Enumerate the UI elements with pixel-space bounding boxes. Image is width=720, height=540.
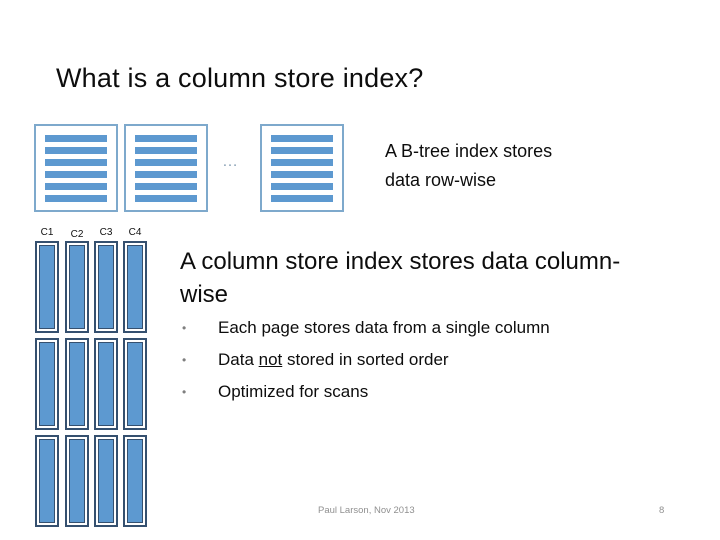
column-store-column-c3 bbox=[94, 241, 118, 532]
bullet-text-post: stored in sorted order bbox=[282, 350, 449, 369]
columnstore-heading-line1: A column store index stores data column- bbox=[180, 248, 621, 275]
column-page-segment bbox=[35, 435, 59, 527]
footer-credit: Paul Larson, Nov 2013 bbox=[318, 505, 415, 516]
data-row-stripe bbox=[135, 170, 197, 178]
columnstore-heading-line2: wise bbox=[180, 281, 229, 308]
data-row-stripe bbox=[271, 134, 333, 142]
data-row-stripe bbox=[45, 182, 107, 190]
data-row-stripe bbox=[135, 134, 197, 142]
column-store-column-c2 bbox=[65, 241, 89, 532]
column-label-c2: C2 bbox=[70, 229, 84, 240]
column-page-segment bbox=[65, 338, 89, 430]
row-store-page-2 bbox=[124, 124, 208, 212]
bullet-item: • Data not stored in sorted order bbox=[182, 349, 662, 371]
bullet-text: Optimized for scans bbox=[218, 381, 368, 403]
column-data-fill bbox=[98, 342, 114, 426]
column-store-column-c4 bbox=[123, 241, 147, 532]
row-store-page-3 bbox=[260, 124, 344, 212]
column-data-fill bbox=[127, 342, 143, 426]
data-row-stripe bbox=[271, 194, 333, 202]
data-row-stripe bbox=[135, 194, 197, 202]
column-page-segment bbox=[65, 435, 89, 527]
btree-caption: A B-tree index stores data row-wise bbox=[385, 137, 552, 195]
bullet-text-pre: Optimized for scans bbox=[218, 382, 369, 401]
column-data-fill bbox=[39, 439, 55, 523]
column-page-segment bbox=[94, 435, 118, 527]
column-data-fill bbox=[127, 245, 143, 329]
bullet-text-pre: Each page stores data from a single colu… bbox=[218, 318, 550, 337]
bullet-icon: • bbox=[182, 353, 187, 367]
data-row-stripe bbox=[45, 194, 107, 202]
column-page-segment bbox=[65, 241, 89, 333]
bullet-text: Data not stored in sorted order bbox=[218, 349, 449, 371]
data-row-stripe bbox=[45, 158, 107, 166]
btree-caption-line2: data row-wise bbox=[385, 170, 497, 190]
data-row-stripe bbox=[271, 158, 333, 166]
bullet-item: • Optimized for scans bbox=[182, 381, 662, 403]
column-data-fill bbox=[98, 245, 114, 329]
slide-number: 8 bbox=[659, 505, 665, 516]
column-label-c1: C1 bbox=[40, 227, 54, 238]
data-row-stripe bbox=[135, 158, 197, 166]
data-row-stripe bbox=[271, 182, 333, 190]
column-page-segment bbox=[94, 338, 118, 430]
column-data-fill bbox=[98, 439, 114, 523]
bullet-text-pre: Data bbox=[218, 350, 259, 369]
bullet-text: Each page stores data from a single colu… bbox=[218, 317, 550, 339]
column-label-c4: C4 bbox=[128, 227, 142, 238]
column-page-segment bbox=[35, 338, 59, 430]
column-data-fill bbox=[69, 439, 85, 523]
bullet-item: • Each page stores data from a single co… bbox=[182, 317, 662, 339]
data-row-stripe bbox=[271, 146, 333, 154]
data-row-stripe bbox=[45, 134, 107, 142]
bullet-list: • Each page stores data from a single co… bbox=[182, 317, 662, 413]
column-data-fill bbox=[39, 342, 55, 426]
slide-title: What is a column store index? bbox=[56, 63, 424, 93]
column-page-segment bbox=[35, 241, 59, 333]
column-label-c3: C3 bbox=[99, 227, 113, 238]
bullet-text-underlined: not bbox=[258, 350, 283, 369]
btree-caption-line1: A B-tree index stores bbox=[385, 141, 553, 161]
column-data-fill bbox=[69, 245, 85, 329]
column-page-segment bbox=[123, 338, 147, 430]
data-row-stripe bbox=[45, 146, 107, 154]
data-row-stripe bbox=[135, 182, 197, 190]
ellipsis-icon: … bbox=[222, 153, 239, 170]
column-page-segment bbox=[94, 241, 118, 333]
data-row-stripe bbox=[271, 170, 333, 178]
column-page-segment bbox=[123, 241, 147, 333]
data-row-stripe bbox=[45, 170, 107, 178]
column-data-fill bbox=[39, 245, 55, 329]
columnstore-heading: A column store index stores data column-… bbox=[180, 245, 690, 311]
row-store-page-1 bbox=[34, 124, 118, 212]
bullet-icon: • bbox=[182, 385, 187, 399]
bullet-icon: • bbox=[182, 321, 187, 335]
data-row-stripe bbox=[135, 146, 197, 154]
column-store-column-c1 bbox=[35, 241, 59, 532]
column-data-fill bbox=[127, 439, 143, 523]
column-page-segment bbox=[123, 435, 147, 527]
column-data-fill bbox=[69, 342, 85, 426]
